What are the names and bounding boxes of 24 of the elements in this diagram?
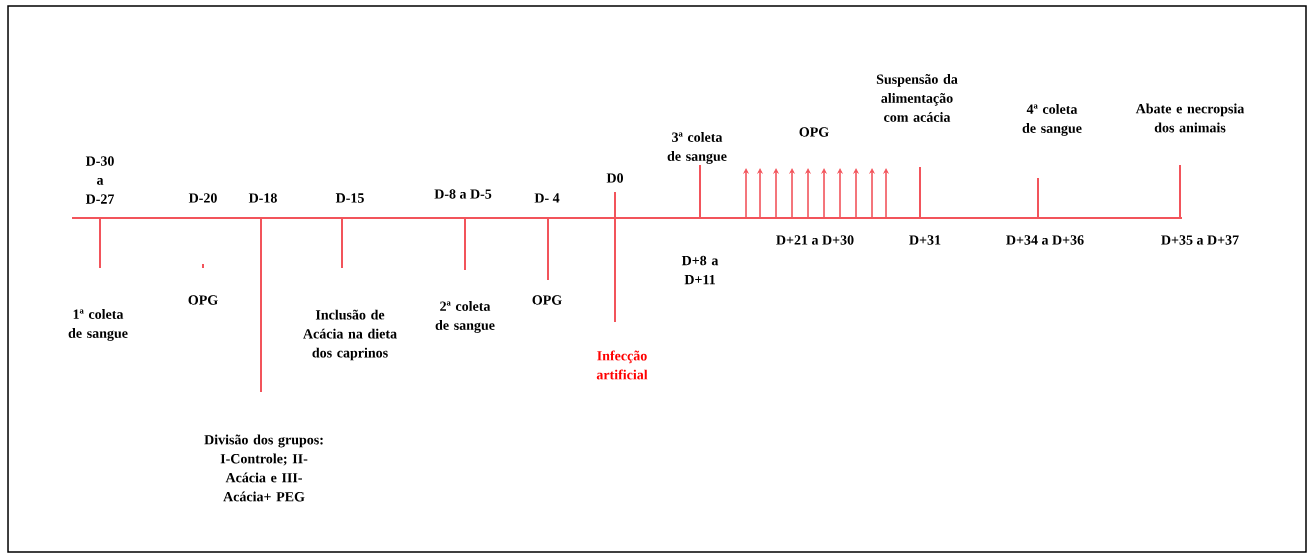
date-label: D+35 a D+37 <box>1161 235 1239 245</box>
event-label: 4ª coleta de sangue <box>1022 104 1082 136</box>
date-label: D-15 <box>335 193 364 203</box>
event-label: OPG <box>188 295 218 305</box>
date-label: D0 <box>606 173 623 183</box>
date-label: D+8 a D+11 <box>681 255 719 285</box>
date-label: D+31 <box>909 235 941 245</box>
event-label: Abate e necropsia dos animais <box>1135 103 1245 133</box>
event-label: Inclusão de Acácia na dieta dos caprinos <box>303 309 397 361</box>
date-label: D+34 a D+36 <box>1006 235 1084 245</box>
event-label: Divisão dos grupos: I-Controle; II- Acácia e III- Acácia+ PEG <box>204 434 323 502</box>
date-label: D-8 a D-5 <box>434 189 492 199</box>
date-label: D-30 a D-27 <box>85 156 115 204</box>
event-label: 3ª coleta de sangue <box>667 132 727 164</box>
event-label: OPG <box>532 295 562 305</box>
event-label: Infecção artificial <box>596 350 648 380</box>
event-label: 1ª coleta de sangue <box>68 309 128 341</box>
date-label: D-18 <box>248 193 277 203</box>
date-label: D-20 <box>188 193 217 203</box>
event-label: OPG <box>799 127 829 137</box>
date-label: D+21 a D+30 <box>776 235 854 245</box>
event-label: Suspensão da alimentação com acácia <box>876 74 958 122</box>
event-label: 2ª coleta de sangue <box>435 301 495 333</box>
date-label: D- 4 <box>534 193 560 203</box>
